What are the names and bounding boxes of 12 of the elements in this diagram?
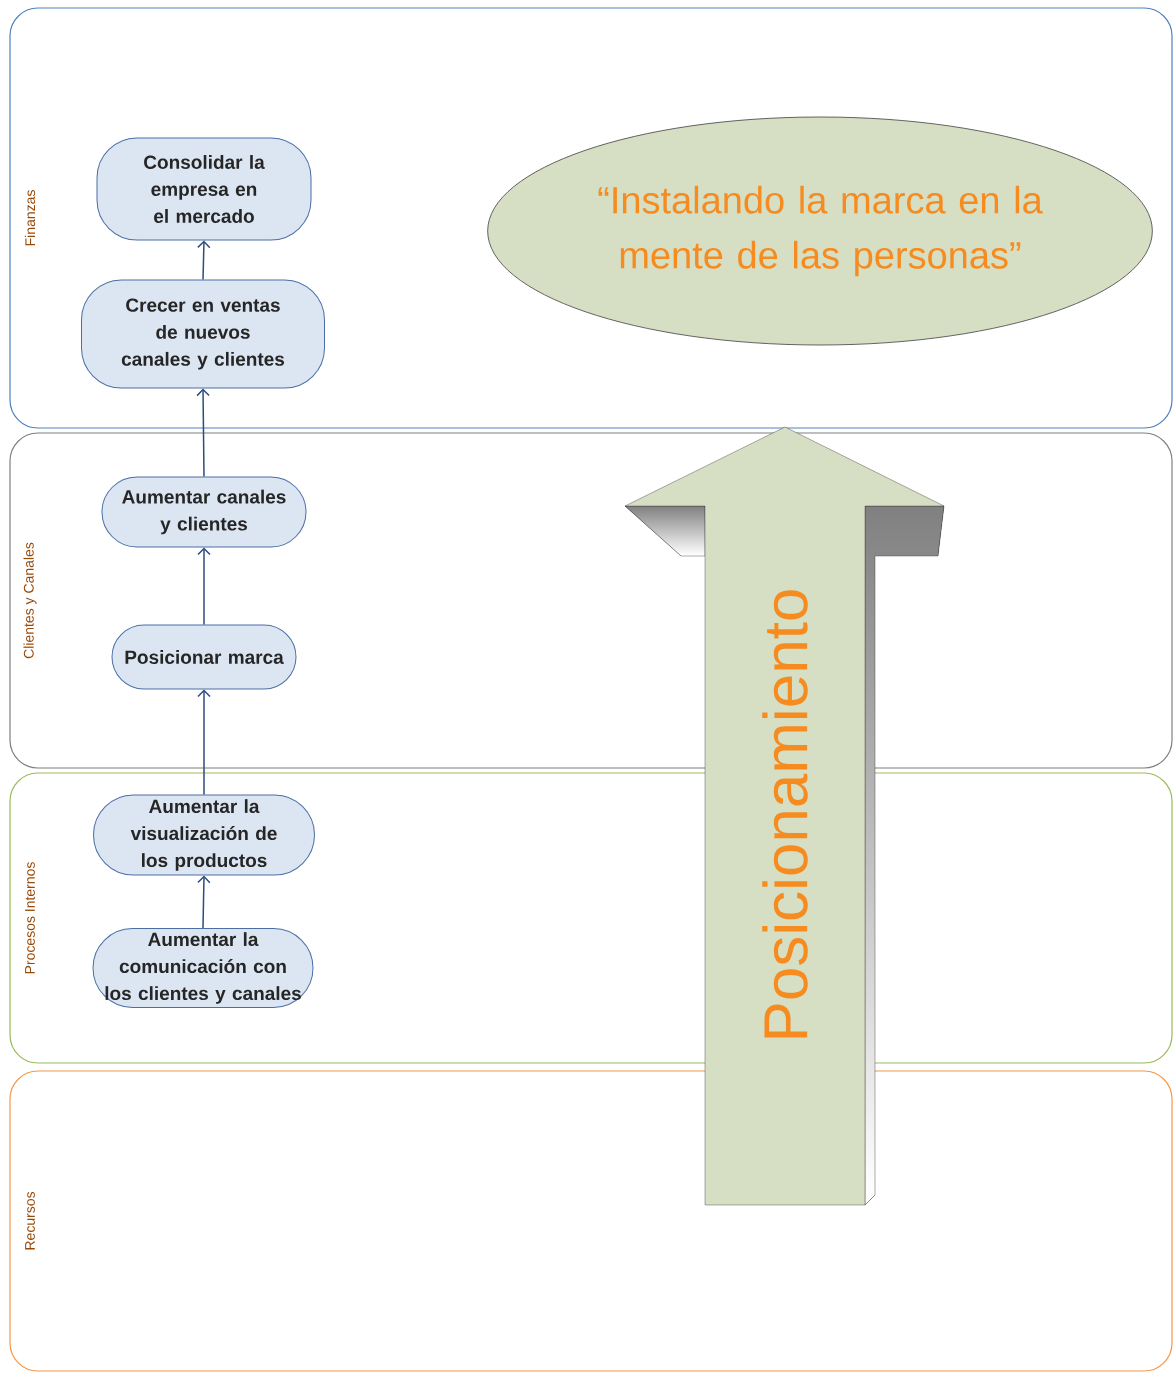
arrow [197,689,211,796]
arrow [197,547,211,626]
process-box: Consolidar la empresa en el mercado [96,137,312,241]
process-box: Aumentar la comunicación con los clientes y canales [92,928,314,1008]
process-box: Aumentar la visualización de los productos [93,794,315,876]
lane-band: Recursos [9,1070,1173,1372]
process-box: Crecer en ventas de nuevos canales y clientes [81,279,325,389]
arrow [197,240,211,281]
process-box: Aumentar canales y clientes [101,476,307,548]
process-box: Posicionar marca [111,624,297,690]
arrow [196,388,210,478]
arrow [197,875,211,929]
